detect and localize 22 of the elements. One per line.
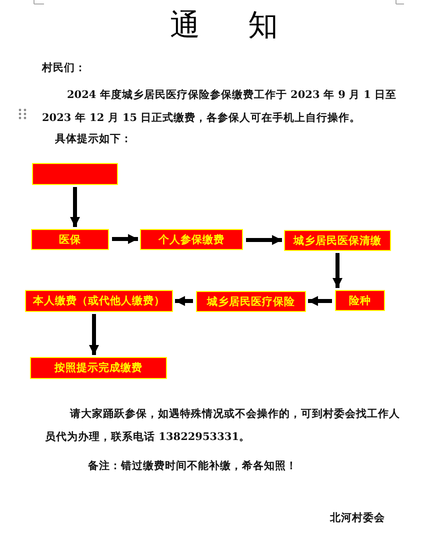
process-box: 按照提示完成缴费 [30,357,167,379]
paragraph: 2024 年度城乡居民医疗保险参保缴费工作于 2023 年 9 月 1 日至2023 年 12 月 15 日正式缴费，各参保人可在手机上自行操作。 [42,88,398,126]
process-box: 医保 [31,229,109,250]
arrow [246,235,282,245]
arrow [308,296,332,306]
empty-box [32,163,118,185]
instruction-text: 具体提示如下： [55,132,133,147]
process-box: 城乡居民医疗保险 [196,291,306,312]
greeting-text: 村民们： [42,61,87,76]
arrow [70,187,80,227]
arrow [332,253,342,288]
note-text: 备注：错过缴费时间不能补缴，希各知照！ [88,458,298,474]
paragraph: 请大家踊跃参保，如遇特殊情况或不会操作的，可到村委会找工作人员代为办理，联系电话 13822953331。 [45,407,401,445]
process-box: 城乡居民医保清缴 [284,230,391,251]
arrow [89,314,99,355]
title: 通 知 [169,7,279,45]
arrow [112,234,138,244]
signature-text: 北河村委会 [330,511,386,526]
process-box: 个人参保缴费 [140,229,243,250]
arrow [175,296,193,306]
process-box: 本人缴费（或代他人缴费） [25,290,173,312]
process-box: 险种 [335,290,385,311]
